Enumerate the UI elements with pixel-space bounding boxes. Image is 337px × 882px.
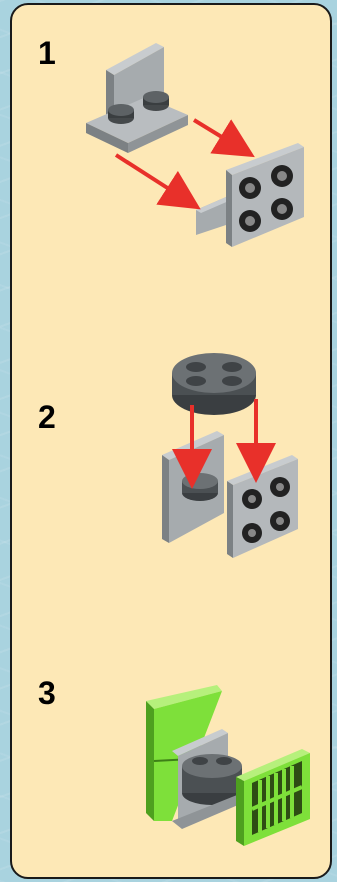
step-number-3: 3 — [38, 675, 56, 711]
lime-grille-tile — [236, 749, 310, 846]
assembly-arrow — [192, 118, 255, 158]
assembly-arrow — [114, 153, 201, 210]
bracket-assembly — [162, 431, 298, 558]
step-number-1: 1 — [38, 35, 56, 71]
light-gray-bracket — [86, 43, 188, 153]
step-1-illustration — [86, 43, 304, 247]
dark-gray-round-plate-2x2 — [172, 353, 256, 415]
bracket-assembly — [172, 729, 252, 829]
instruction-panel: 1 — [10, 3, 332, 879]
step-number-2: 2 — [38, 399, 56, 435]
step-2-illustration — [162, 353, 298, 558]
light-gray-bracket-2x2 — [196, 143, 304, 247]
step-3-illustration — [146, 685, 310, 846]
